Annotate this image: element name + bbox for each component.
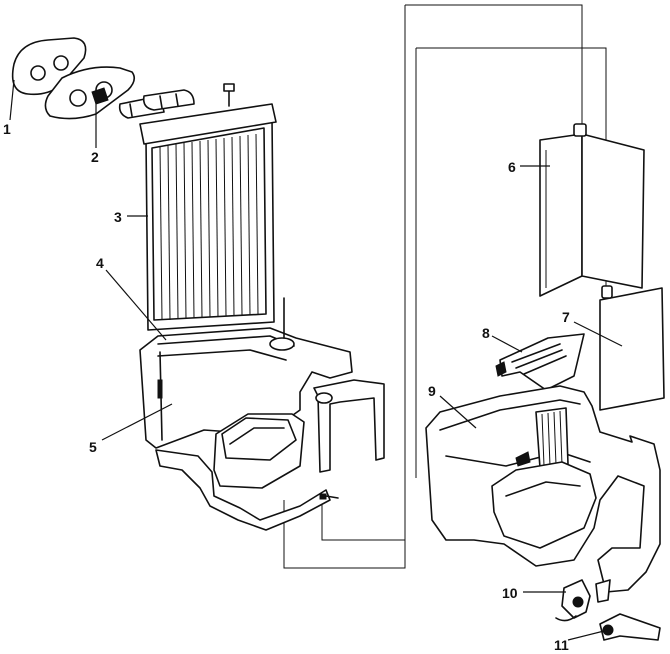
callout-8: 8 — [482, 325, 490, 341]
part-1-seal-plate — [11, 37, 87, 96]
part-10-actuator — [555, 579, 611, 622]
callout-10: 10 — [502, 585, 518, 601]
callout-2: 2 — [91, 149, 99, 165]
part-5-heater-housing — [139, 297, 385, 531]
part-2-pipe-flange — [44, 66, 136, 120]
callout-labels: 1 2 3 4 5 6 7 8 9 10 11 — [3, 121, 570, 653]
leader-lines — [9, 79, 623, 641]
callout-6: 6 — [508, 159, 516, 175]
callout-11: 11 — [554, 637, 569, 653]
callout-4: 4 — [96, 255, 104, 271]
part-8-flap-lever — [495, 333, 585, 391]
part-11-lever-arm — [599, 613, 661, 641]
part-3-heater-core — [118, 89, 277, 331]
callout-9: 9 — [428, 383, 436, 399]
callout-1: 1 — [3, 121, 11, 137]
assembly-outline-lines — [283, 4, 607, 569]
part-6-filter-panel — [539, 123, 645, 297]
callout-5: 5 — [89, 439, 97, 455]
callout-7: 7 — [562, 309, 570, 325]
callout-3: 3 — [114, 209, 122, 225]
bolt-icon — [223, 83, 235, 107]
part-7-flap-panel — [599, 285, 665, 411]
part-9-blower-housing — [425, 385, 661, 593]
